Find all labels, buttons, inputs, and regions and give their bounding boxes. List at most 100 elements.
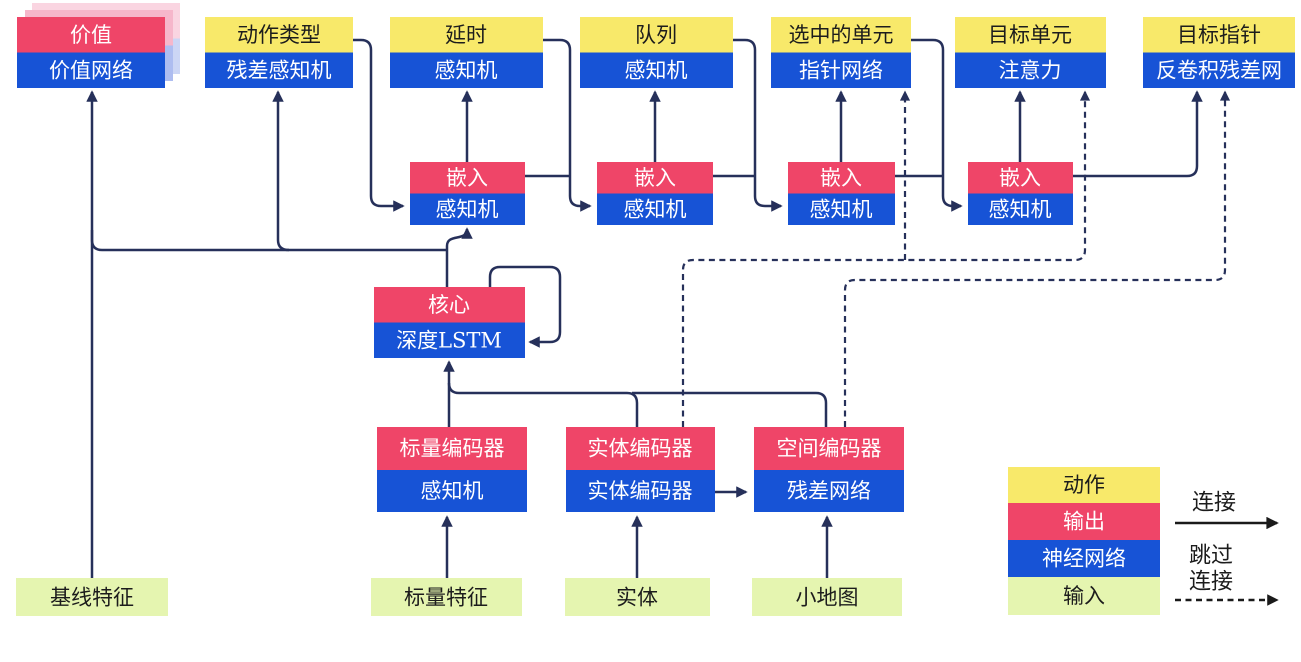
spatial-encoder-output-band [754,427,904,470]
embed3-network-label: 感知机 [810,198,873,222]
embed4-network-label: 感知机 [989,198,1052,222]
legend-output-label: 输出 [1063,510,1105,534]
embed2-output-band [597,162,713,194]
node-selected-units: 选中的单元 指针网络 [771,17,911,88]
legend-output-swatch [1008,503,1160,540]
scalar-features-band [371,578,522,616]
entity-encoder-network-label: 实体编码器 [588,479,693,503]
edge-queue-to-embed3 [733,38,783,212]
legend-input-swatch [1008,577,1160,615]
node-embed4: 嵌入 感知机 [968,162,1073,225]
node-target-unit: 目标单元 注意力 [955,17,1106,88]
node-target-pointer: 目标指针 反卷积残差网 [1143,17,1295,88]
target-pointer-network-label: 反卷积残差网 [1156,59,1282,83]
embed4-network-band [968,193,1073,225]
legend-network-label: 神经网络 [1042,547,1126,571]
baseline-features-band [16,578,168,616]
node-entity-encoder: 实体编码器 实体编码器 [566,427,715,512]
node-core: 核心 深度LSTM [374,287,525,358]
solid-connections [86,38,1203,578]
baseline-features-label: 基线特征 [50,586,134,610]
embed4-label: 嵌入 [999,166,1041,190]
entities-band [565,578,710,616]
value-network-label: 价值网络 [49,59,133,83]
embed1-network-label: 感知机 [436,198,499,222]
selected-units-network-band [771,52,911,88]
embed1-network-band [410,193,525,225]
entity-encoder-output-band [566,427,715,470]
entity-encoder-label: 实体编码器 [588,437,693,461]
skip-spatial-to-target-pointer [843,90,1231,427]
core-label: 核心 [428,293,470,317]
queue-label: 队列 [635,23,677,47]
target-pointer-network-band [1143,52,1295,88]
scalar-encoder-label: 标量编码器 [400,437,505,461]
skip-entity-to-target-unit [681,90,1091,427]
target-unit-network-label: 注意力 [999,59,1062,83]
legend-skip-label-line2: 连接 [1189,570,1233,595]
action-type-label: 动作类型 [237,23,321,47]
core-network-label: 深度LSTM [396,329,502,353]
embed3-output-band [788,162,895,194]
edge-entity-encoder-to-core [447,382,639,427]
edge-selected-units-to-embed4 [911,38,963,212]
legend-input-label: 输入 [1063,584,1105,608]
spatial-encoder-network-band [754,470,904,512]
delay-action-band [390,17,543,53]
node-scalar-encoder: 标量编码器 感知机 [377,427,527,512]
value-label: 价值 [70,23,112,47]
scalar-features-label: 标量特征 [404,586,488,610]
queue-network-label: 感知机 [625,59,688,83]
node-embed1: 嵌入 感知机 [410,162,525,225]
target-unit-network-band [955,52,1106,88]
node-embed2: 嵌入 感知机 [597,162,713,225]
node-embed3: 嵌入 感知机 [788,162,895,225]
node-delay: 延时 感知机 [390,17,543,88]
delay-label: 延时 [445,23,487,47]
queue-action-band [580,17,733,53]
target-unit-action-band [955,17,1106,53]
core-network-band [374,322,525,358]
value-network-band [17,52,165,88]
scalar-encoder-network-label: 感知机 [421,479,484,503]
edge-action-type-to-embed1 [353,38,405,212]
delay-network-band [390,52,543,88]
delay-network-label: 感知机 [435,59,498,83]
edge-core-to-embed1 [445,227,473,287]
scalar-encoder-network-band [377,470,527,512]
legend-network-swatch [1008,540,1160,577]
skip-connections [681,90,1231,427]
embed2-network-label: 感知机 [624,198,687,222]
node-baseline-features: 基线特征 [16,578,168,616]
target-unit-label: 目标单元 [988,23,1072,47]
action-type-network-label: 残差感知机 [227,59,332,83]
minimap-band [752,578,902,616]
embed4-output-band [968,162,1073,194]
minimap-label: 小地图 [796,586,859,610]
spatial-encoder-label: 空间编码器 [777,437,882,461]
legend-action-label: 动作 [1063,473,1105,497]
legend-action-swatch [1008,467,1160,503]
edge-core-to-value [90,230,447,252]
core-output-band [374,287,525,323]
edge-core-recurrent-loop [488,265,562,348]
embed2-network-band [597,193,713,225]
action-type-action-band [205,17,353,53]
spatial-encoder-network-label: 残差网络 [787,479,871,503]
node-queue: 队列 感知机 [580,17,733,88]
scalar-encoder-output-band [377,427,527,470]
node-spatial-encoder: 空间编码器 残差网络 [754,427,904,512]
legend: 动作 输出 神经网络 输入 连接 跳过 连接 [1008,467,1279,615]
node-scalar-features: 标量特征 [371,578,522,616]
edge-delay-to-embed2 [543,38,592,212]
edge-core-to-action-type [272,90,290,252]
embed1-label: 嵌入 [446,166,488,190]
selected-units-label: 选中的单元 [789,23,894,47]
action-type-network-band [205,52,353,88]
entity-encoder-network-band [566,470,715,512]
embed3-network-band [788,193,895,225]
legend-connection-label: 连接 [1192,491,1236,516]
edge-spatial-encoder-to-core [632,391,828,427]
